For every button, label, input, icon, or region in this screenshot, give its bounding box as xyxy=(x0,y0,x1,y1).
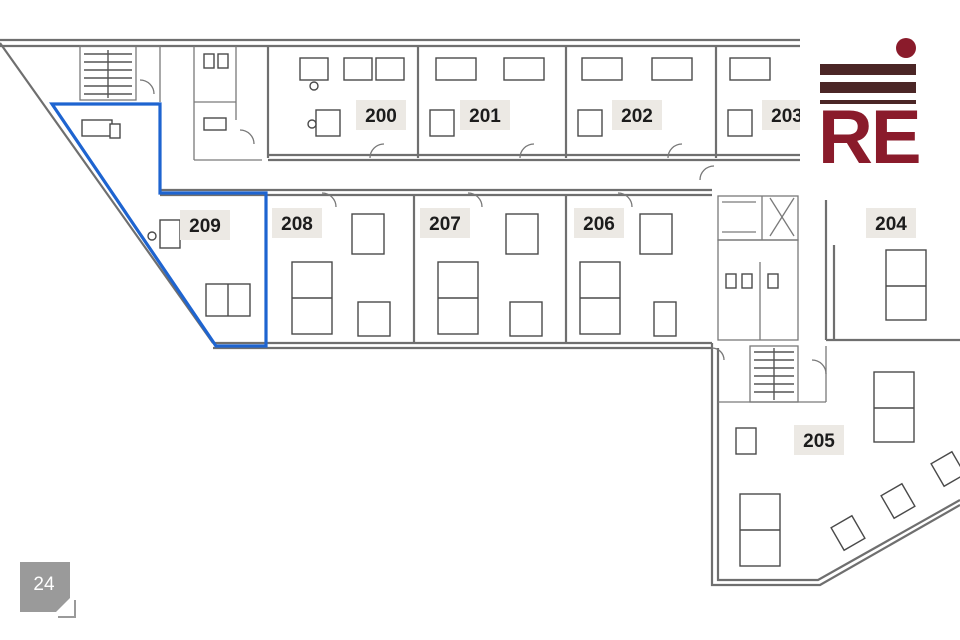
room-209-highlight[interactable] xyxy=(48,102,268,348)
logo-bar-2 xyxy=(820,82,916,93)
room-label-202[interactable]: 202 xyxy=(612,100,662,130)
room-label-207[interactable]: 207 xyxy=(420,208,470,238)
svg-text:205: 205 xyxy=(803,431,835,452)
furniture xyxy=(81,53,960,567)
room-label-201[interactable]: 201 xyxy=(460,100,510,130)
logo-bar-1 xyxy=(820,64,916,75)
room-label-206[interactable]: 206 xyxy=(574,208,624,238)
svg-text:201: 201 xyxy=(469,106,501,127)
stairs-upper xyxy=(84,50,132,98)
logo-dot xyxy=(896,38,916,58)
room-label-200[interactable]: 200 xyxy=(356,100,406,130)
svg-text:203: 203 xyxy=(771,106,803,127)
doors xyxy=(139,79,827,375)
room-label-204[interactable]: 204 xyxy=(866,208,916,238)
svg-text:202: 202 xyxy=(621,106,653,127)
svg-text:208: 208 xyxy=(281,214,313,235)
logo-text: RE xyxy=(818,95,922,180)
company-logo: RE xyxy=(812,30,930,180)
svg-text:204: 204 xyxy=(875,214,907,235)
svg-text:200: 200 xyxy=(365,106,397,127)
svg-text:206: 206 xyxy=(583,214,615,235)
logo-bar-3 xyxy=(820,100,916,104)
room-label-208[interactable]: 208 xyxy=(272,208,322,238)
page-number: 24 xyxy=(33,574,55,595)
page-badge-bg xyxy=(20,562,70,612)
stairs-lower xyxy=(754,348,794,400)
page-badge-fold xyxy=(58,600,76,618)
room-label-209[interactable]: 209 xyxy=(180,210,230,240)
room-label-205[interactable]: 205 xyxy=(794,425,844,455)
page-number-badge: 24 xyxy=(20,562,76,618)
svg-text:209: 209 xyxy=(189,216,221,237)
svg-text:207: 207 xyxy=(429,214,461,235)
